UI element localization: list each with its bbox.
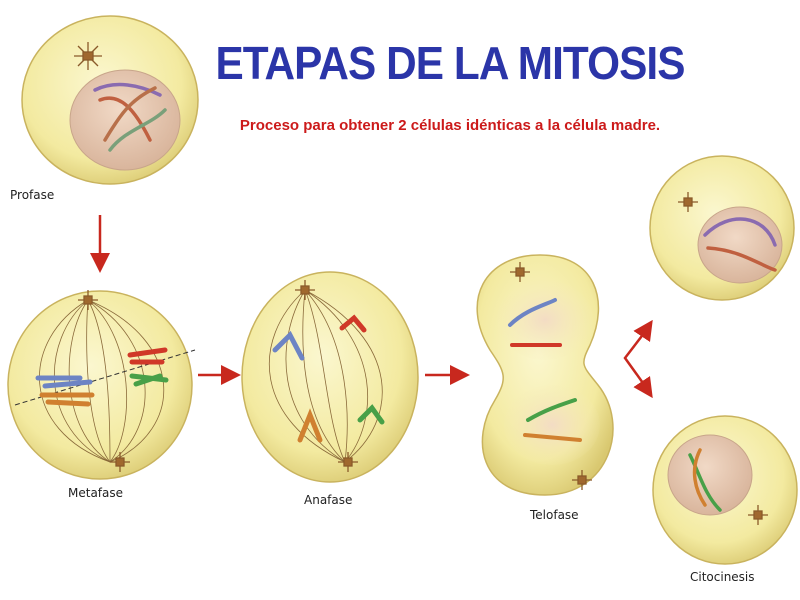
label-anafase: Anafase — [304, 493, 353, 507]
profase-cell — [21, 15, 199, 185]
label-profase: Profase — [10, 188, 55, 202]
centrosome-icon — [510, 262, 592, 490]
split-arrow-icon — [623, 327, 650, 391]
citocinesis-cell-top — [649, 155, 795, 301]
stage-arrows — [90, 215, 653, 399]
chromosomes — [508, 298, 582, 442]
label-metafase: Metafase — [68, 486, 124, 500]
chromosomes — [272, 314, 385, 443]
telofase-cell — [476, 254, 614, 496]
centrosome-icon — [74, 42, 102, 70]
label-telofase: Telofase — [530, 508, 579, 522]
page-title: ETAPAS DE LA MITOSIS — [215, 37, 685, 89]
label-citocinesis: Citocinesis — [690, 570, 755, 584]
chromatin — [93, 82, 167, 152]
centrosome-icon — [78, 290, 130, 472]
spindle-fibers — [268, 289, 383, 463]
chromosomes — [703, 217, 777, 272]
page-subtitle: Proceso para obtener 2 células idénticas… — [239, 117, 661, 134]
centrosome-icon — [748, 505, 768, 525]
centrosome-icon — [295, 280, 358, 472]
anafase-cell — [241, 271, 419, 483]
centrosome-icon — [678, 192, 698, 212]
metafase-cell — [7, 290, 196, 480]
chromosomes — [688, 448, 722, 512]
chromosomes — [35, 347, 169, 407]
citocinesis-cell-bottom — [652, 415, 798, 565]
